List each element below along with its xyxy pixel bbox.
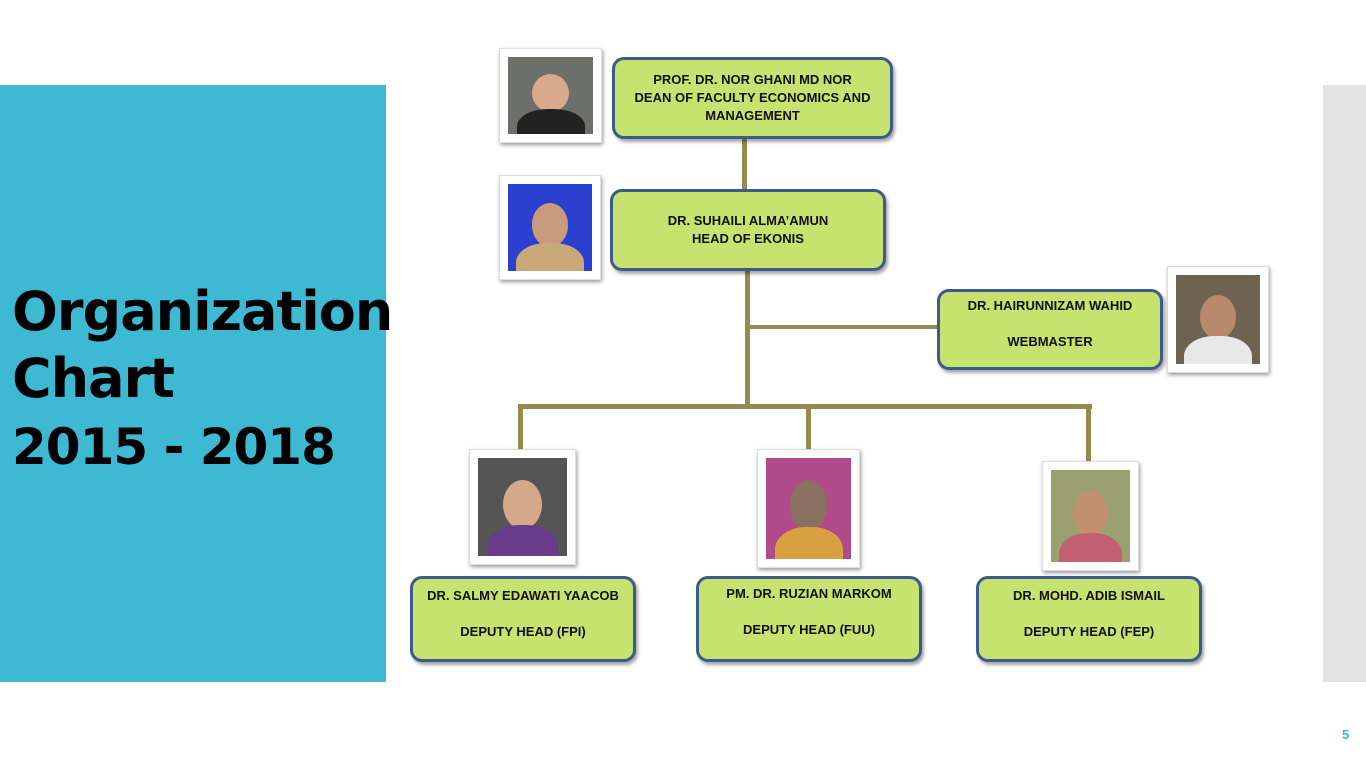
node-fuu-role: DEPUTY HEAD (FUU)	[743, 622, 875, 637]
connector-deputies-bar	[518, 404, 1092, 409]
node-fuu: PM. DR. RUZIAN MARKOM DEPUTY HEAD (FUU)	[696, 576, 922, 662]
connector-head-trunk	[745, 271, 750, 408]
photo-fpi	[469, 449, 576, 565]
photo-dean	[499, 48, 602, 143]
node-fpi: DR. SALMY EDAWATI YAACOB DEPUTY HEAD (FP…	[410, 576, 636, 662]
slide-title-line2: Chart	[12, 347, 175, 410]
node-fuu-name: PM. DR. RUZIAN MARKOM	[726, 586, 892, 601]
photo-fuu	[757, 449, 860, 568]
node-fpi-name: DR. SALMY EDAWATI YAACOB	[427, 588, 619, 603]
connector-fep	[1086, 404, 1091, 462]
node-webmaster-role: WEBMASTER	[1007, 334, 1093, 349]
node-fep-name: DR. MOHD. ADIB ISMAIL	[1013, 588, 1165, 603]
connector-fuu	[806, 404, 811, 450]
photo-head	[499, 175, 601, 280]
node-head-role: HEAD OF EKONIS	[692, 231, 804, 246]
node-fep: DR. MOHD. ADIB ISMAIL DEPUTY HEAD (FEP)	[976, 576, 1202, 662]
side-bar-decoration	[1323, 85, 1366, 682]
node-fpi-role: DEPUTY HEAD (FPI)	[460, 624, 586, 639]
node-fep-role: DEPUTY HEAD (FEP)	[1023, 624, 1155, 639]
slide-title-line1: Organization	[12, 280, 393, 343]
node-dean-role: DEAN OF FACULTY ECONOMICS AND MANAGEMENT	[634, 90, 871, 123]
node-head-name: DR. SUHAILI ALMA’AMUN	[667, 213, 829, 228]
connector-dean-head	[742, 139, 747, 191]
node-head: DR. SUHAILI ALMA’AMUN HEAD OF EKONIS	[610, 189, 886, 271]
photo-webmaster	[1167, 266, 1269, 373]
page-number: 5	[1342, 727, 1350, 742]
photo-fep	[1042, 461, 1139, 571]
node-dean-name: PROF. DR. NOR GHANI MD NOR	[653, 72, 852, 87]
node-dean: PROF. DR. NOR GHANI MD NOR DEAN OF FACUL…	[612, 57, 893, 139]
node-webmaster-name: DR. HAIRUNNIZAM WAHID	[967, 298, 1133, 313]
connector-webmaster	[747, 325, 937, 329]
title-panel	[0, 85, 386, 682]
connector-fpi	[518, 404, 523, 450]
node-webmaster: DR. HAIRUNNIZAM WAHID WEBMASTER	[937, 289, 1163, 370]
slide-title-years: 2015 - 2018	[12, 418, 336, 476]
